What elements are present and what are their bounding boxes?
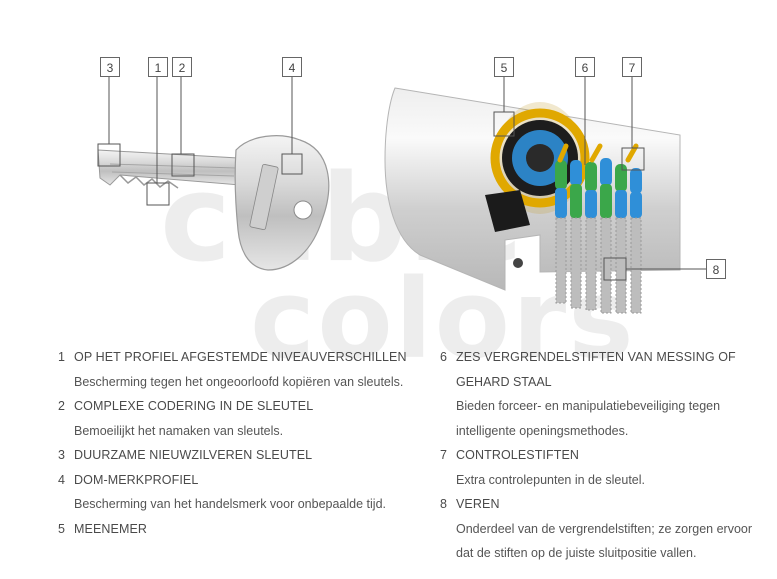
legend-title: DOM-MERKPROFIEL xyxy=(74,472,199,487)
legend-title: DUURZAME NIEUWZILVEREN SLEUTEL xyxy=(74,448,313,462)
legend-num: 4 xyxy=(58,472,65,487)
legend-right: 6 ZES VERGRENDELSTIFTEN VAN MESSING OF GE… xyxy=(440,345,775,566)
leader-lines xyxy=(97,77,706,281)
legend-item-5: 5 MEENEMER xyxy=(58,517,438,542)
legend-desc-cont: dat de stiften op de juiste sluitpositie… xyxy=(456,546,697,560)
legend-left: 1 OP HET PROFIEL AFGESTEMDE NIVEAUVERSCHI… xyxy=(58,345,438,541)
callout-6: 6 xyxy=(575,57,595,77)
legend-desc: Bemoeilijkt het namaken van sleutels. xyxy=(74,423,284,438)
legend-num: 5 xyxy=(58,521,65,536)
legend-num: 6 xyxy=(440,350,447,364)
legend-title: COMPLEXE CODERING IN DE SLEUTEL xyxy=(74,399,314,413)
legend-item-3: 3 DUURZAME NIEUWZILVEREN SLEUTEL xyxy=(58,443,438,468)
legend-title: ZES VERGRENDELSTIFTEN VAN MESSING OF xyxy=(456,350,736,364)
legend-item-2: 2 COMPLEXE CODERING IN DE SLEUTEL xyxy=(58,394,438,419)
legend-desc-cont: intelligente openingsmethodes. xyxy=(456,423,629,438)
pins-group xyxy=(555,143,642,314)
callout-8: 8 xyxy=(706,259,726,279)
legend-num: 7 xyxy=(440,448,447,462)
legend-num: 1 xyxy=(58,350,65,364)
legend-num: 8 xyxy=(440,497,447,511)
key-drawing xyxy=(97,135,330,271)
legend-title: CONTROLESTIFTEN xyxy=(456,448,580,462)
legend-item-6: 6 ZES VERGRENDELSTIFTEN VAN MESSING OF xyxy=(440,345,775,370)
legend-title: VEREN xyxy=(456,497,500,511)
legend-desc: Onderdeel van de vergrendelstiften; ze z… xyxy=(456,521,753,536)
legend-title-cont: GEHARD STAAL xyxy=(456,374,552,389)
callout-3: 3 xyxy=(100,57,120,77)
callout-4: 4 xyxy=(282,57,302,77)
legend-item-1: 1 OP HET PROFIEL AFGESTEMDE NIVEAUVERSCHI… xyxy=(58,345,438,370)
callout-5: 5 xyxy=(494,57,514,77)
legend-title: MEENEMER xyxy=(74,521,148,536)
legend-num: 2 xyxy=(58,399,65,413)
lock-cylinder-illustration xyxy=(97,77,706,314)
callout-7: 7 xyxy=(622,57,642,77)
legend-title: OP HET PROFIEL AFGESTEMDE NIVEAUVERSCHIL… xyxy=(74,350,407,364)
legend-item-8: 8 VEREN xyxy=(440,492,775,517)
legend-desc: Bescherming tegen het ongeoorloofd kopië… xyxy=(74,374,404,389)
legend-desc: Bescherming van het handelsmerk voor onb… xyxy=(74,497,386,511)
legend-num: 3 xyxy=(58,448,65,462)
legend-item-7: 7 CONTROLESTIFTEN xyxy=(440,443,775,468)
legend-item-4: 4 DOM-MERKPROFIEL xyxy=(58,468,438,493)
callout-1: 1 xyxy=(148,57,168,77)
cylinder-drawing xyxy=(384,87,681,314)
legend-desc: Extra controlepunten in de sleutel. xyxy=(456,472,646,487)
callout-2: 2 xyxy=(172,57,192,77)
legend-desc: Bieden forceer- en manipulatiebeveiligin… xyxy=(456,399,721,413)
